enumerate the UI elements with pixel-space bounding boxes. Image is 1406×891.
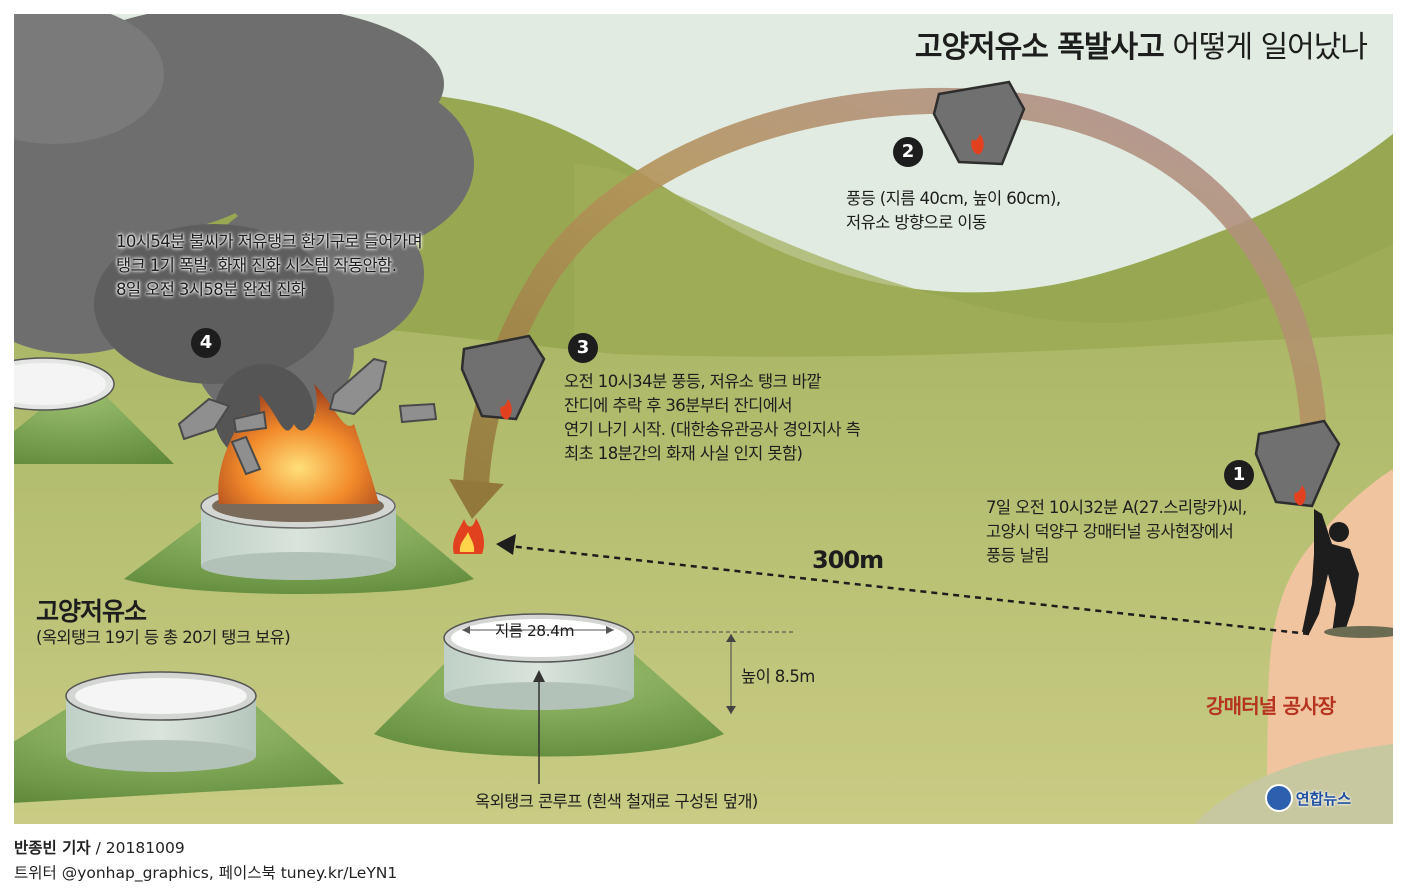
- yonhap-logo-icon: [1264, 784, 1293, 812]
- step-3-line: 최초 18분간의 화재 사실 인지 못함): [564, 444, 803, 463]
- credit-reporter: 반종빈 기자 / 20181009: [14, 836, 185, 858]
- sky-lantern-icon: [932, 80, 1026, 166]
- step-3-line: 잔디에 추락 후 36분부터 잔디에서: [564, 396, 793, 415]
- step-3-caption: 오전 10시34분 풍등, 저유소 탱크 바깥 잔디에 추락 후 36분부터 잔…: [564, 370, 861, 466]
- depot-name: 고양저유소: [36, 597, 147, 626]
- roof-debris: [177, 357, 438, 476]
- step-4-number: 4: [191, 328, 221, 358]
- burning-tank: [124, 384, 474, 594]
- title-bold: 고양저유소 폭발사고: [914, 30, 1165, 65]
- step-4-caption: 10시54분 불씨가 저유탱크 환기구로 들어가며 탱크 1기 폭발. 화재 진…: [116, 230, 423, 302]
- sky-lantern-icon: [1254, 419, 1341, 508]
- construction-site: [1264, 469, 1393, 824]
- tank-height: 높이 8.5m: [741, 667, 815, 686]
- step-2-number: 2: [893, 137, 923, 167]
- step-1-line: 풍등 날림: [986, 546, 1050, 565]
- reporter-name: 반종빈 기자: [14, 839, 91, 857]
- step-3-line: 연기 나기 시작. (대한송유관공사 경인지사 측: [564, 420, 861, 439]
- yonhap-logo: 연합뉴스: [1264, 784, 1351, 812]
- page-title: 고양저유소 폭발사고 어떻게 일어났나: [914, 22, 1368, 66]
- scene-illustration: [14, 14, 1393, 824]
- step-2-line: 저유소 방향으로 이동: [846, 213, 987, 232]
- flame-icon: [453, 518, 484, 554]
- tank-roof-caption: 옥외탱크 콘루프 (흰색 철재로 구성된 덮개): [475, 792, 758, 811]
- depot-description: (옥외탱크 19기 등 총 20기 탱크 보유): [36, 628, 291, 647]
- title-rest: 어떻게 일어났나: [1172, 30, 1368, 65]
- step-1-number: 1: [1224, 460, 1254, 490]
- step-4-line: 10시54분 불씨가 저유탱크 환기구로 들어가며: [116, 232, 423, 251]
- step-2-line: 풍등 (지름 40cm, 높이 60cm),: [846, 189, 1061, 208]
- tank-front-left: [14, 671, 344, 803]
- tank-diameter: 지름 28.4m: [495, 622, 575, 640]
- distance-line: [508, 544, 1310, 636]
- step-1-line: 고양시 덕양구 강매터널 공사현장에서: [986, 522, 1234, 541]
- step-4-line: 탱크 1기 폭발. 화재 진화 시스템 작동안함.: [116, 256, 397, 275]
- step-4-line: 8일 오전 3시58분 완전 진화: [116, 280, 306, 299]
- step-2-caption: 풍등 (지름 40cm, 높이 60cm), 저유소 방향으로 이동: [846, 187, 1061, 235]
- credit-social: 트위터 @yonhap_graphics, 페이스북 tuney.kr/LeYN…: [14, 864, 398, 882]
- step-3-line: 오전 10시34분 풍등, 저유소 탱크 바깥: [564, 372, 822, 391]
- step-3-number: 3: [568, 333, 598, 363]
- smoke-cloud-icon: [14, 14, 474, 464]
- credit-date: / 20181009: [95, 839, 185, 857]
- flame-icon: [218, 384, 379, 504]
- tank-back-left: [14, 357, 174, 464]
- construction-site-label: 강매터널 공사장: [1206, 694, 1336, 718]
- step-1-caption: 7일 오전 10시32분 A(27.스리랑카)씨, 고양시 덕양구 강매터널 공…: [986, 496, 1247, 568]
- infographic-scene: 고양저유소 폭발사고 어떻게 일어났나 1 7일 오전 10시32분 A(27.…: [14, 14, 1393, 824]
- sky-lantern-icon: [460, 334, 546, 421]
- step-1-line: 7일 오전 10시32분 A(27.스리랑카)씨,: [986, 498, 1247, 517]
- person-icon: [1302, 509, 1393, 638]
- logo-text: 연합뉴스: [1295, 789, 1351, 808]
- tank-dimension: [374, 613, 794, 784]
- distance-label: 300m: [812, 546, 884, 574]
